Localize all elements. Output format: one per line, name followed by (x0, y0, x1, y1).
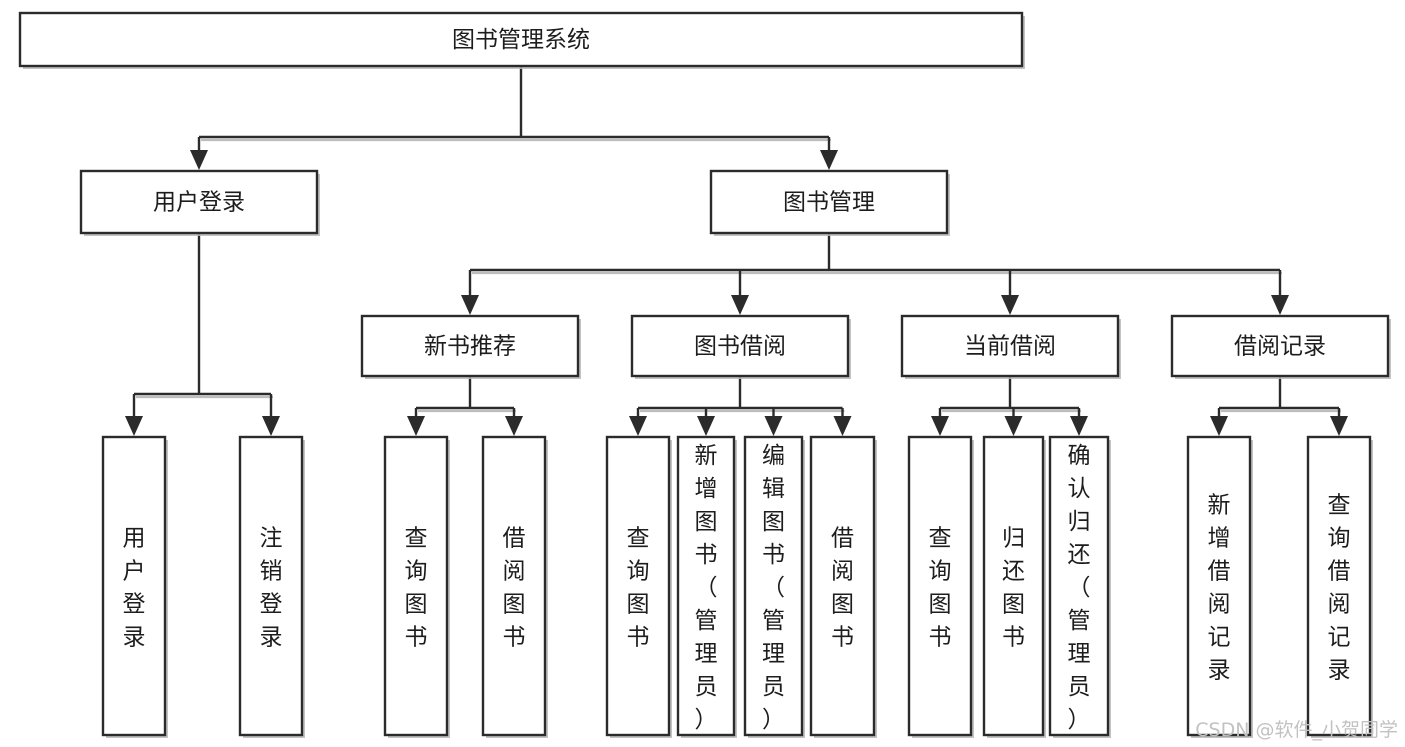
node-label: 用户登录 (153, 190, 245, 216)
node-new-book-rec[interactable]: 新书推荐 (360, 314, 581, 379)
node-leaf-record-add[interactable]: 新增借阅记录 (1186, 435, 1253, 738)
node-rect[interactable] (1048, 435, 1110, 737)
node-rect[interactable] (1170, 314, 1390, 378)
node-label: 新增借阅记录 (1208, 493, 1231, 684)
node-label: 图书管理 (783, 190, 875, 216)
node-rect[interactable] (605, 435, 671, 737)
node-label: 查询图书 (405, 526, 428, 651)
node-book-manage[interactable]: 图书管理 (709, 169, 950, 236)
node-leaf-user-logout[interactable]: 注销登录 (238, 435, 305, 738)
node-rect[interactable] (1186, 435, 1252, 737)
node-root[interactable]: 图书管理系统 (18, 11, 1025, 69)
node-rect[interactable] (630, 314, 850, 378)
node-label: 编辑图书（管理员） (762, 443, 785, 733)
connector-group (461, 233, 1289, 315)
node-rect[interactable] (709, 169, 949, 235)
node-rect[interactable] (743, 435, 804, 737)
node-rect[interactable] (360, 314, 580, 378)
node-rect[interactable] (809, 435, 876, 737)
csdn-watermark: CSDN @软件_小贺同学 (1195, 719, 1398, 741)
node-rect[interactable] (907, 435, 973, 737)
node-label: 查询借阅记录 (1328, 493, 1351, 684)
node-label: 图书借阅 (694, 334, 786, 360)
node-leaf-current-return-book[interactable]: 归还图书 (982, 435, 1046, 738)
connector-group (125, 233, 280, 436)
edge-layer (125, 66, 1348, 436)
node-leaf-borrow-add-book[interactable]: 新增图书（管理员） (676, 435, 737, 738)
watermark-layer: CSDN @软件_小贺同学 (1195, 719, 1398, 741)
node-leaf-rec-borrow-book[interactable]: 借阅图书 (481, 435, 548, 738)
connector-group (407, 376, 523, 436)
node-rect[interactable] (1306, 435, 1372, 737)
node-leaf-user-login[interactable]: 用户登录 (101, 435, 168, 738)
node-current-borrow[interactable]: 当前借阅 (900, 314, 1121, 379)
node-rect[interactable] (79, 169, 319, 235)
node-rect[interactable] (383, 435, 449, 737)
node-label: 新书推荐 (424, 334, 516, 360)
node-leaf-record-query[interactable]: 查询借阅记录 (1306, 435, 1373, 738)
node-leaf-borrow-query-book[interactable]: 查询图书 (605, 435, 672, 738)
node-label: 查询图书 (929, 526, 952, 651)
connector-group (931, 376, 1088, 436)
node-label: 注销登录 (260, 526, 283, 651)
node-label: 当前借阅 (964, 334, 1056, 360)
node-rect[interactable] (676, 435, 736, 737)
node-borrow-record[interactable]: 借阅记录 (1170, 314, 1391, 379)
node-label: 新增图书（管理员） (695, 443, 718, 733)
node-leaf-current-confirm-return[interactable]: 确认归还（管理员） (1048, 435, 1111, 738)
node-label: 确认归还（管理员） (1068, 443, 1091, 733)
node-layer: 图书管理系统用户登录图书管理新书推荐图书借阅当前借阅借阅记录用户登录注销登录查询… (18, 11, 1391, 738)
node-label: 图书管理系统 (452, 27, 590, 53)
node-rect[interactable] (982, 435, 1045, 737)
node-user-login[interactable]: 用户登录 (79, 169, 320, 236)
node-rect[interactable] (18, 11, 1024, 68)
node-label: 借阅记录 (1234, 334, 1326, 360)
node-rect[interactable] (481, 435, 547, 737)
node-leaf-borrow-edit-book[interactable]: 编辑图书（管理员） (743, 435, 805, 738)
node-rect[interactable] (101, 435, 167, 737)
connector-group (629, 376, 852, 436)
connector-group (1210, 376, 1348, 436)
node-leaf-rec-query-book[interactable]: 查询图书 (383, 435, 450, 738)
node-label: 借阅图书 (831, 526, 854, 651)
node-label: 归还图书 (1002, 526, 1025, 651)
node-rect[interactable] (238, 435, 304, 737)
node-rect[interactable] (900, 314, 1120, 378)
connector-group (190, 66, 838, 170)
node-label: 用户登录 (123, 526, 146, 651)
node-label: 查询图书 (627, 526, 650, 651)
node-leaf-current-query-book[interactable]: 查询图书 (907, 435, 974, 738)
node-book-borrow[interactable]: 图书借阅 (630, 314, 851, 379)
node-label: 借阅图书 (503, 526, 526, 651)
node-leaf-borrow-borrow-book[interactable]: 借阅图书 (809, 435, 877, 738)
